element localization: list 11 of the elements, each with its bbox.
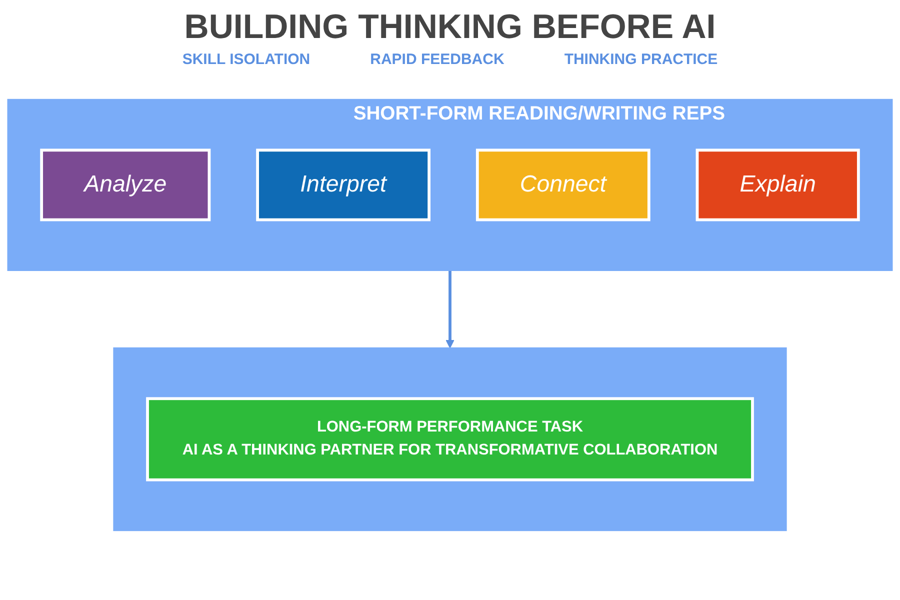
arrow bbox=[446, 270, 454, 348]
node-box: LONG-FORM PERFORMANCE TASK AI AS A THINKING PARTNER FOR TRANSFORMATIVE COLLABORATION bbox=[146, 397, 754, 482]
node-box: Analyze bbox=[40, 148, 211, 222]
feature-label: SKILL ISOLATION bbox=[182, 51, 310, 68]
feature-label: THINKING PRACTICE bbox=[564, 51, 718, 68]
node-box: Explain bbox=[696, 148, 860, 222]
cluster bbox=[113, 347, 787, 532]
node-box: Connect bbox=[476, 148, 650, 222]
node-box: Interpret bbox=[256, 148, 430, 222]
diagram-title: BUILDING THINKING BEFORE AI bbox=[183, 8, 717, 47]
feature-label: RAPID FEEDBACK bbox=[370, 51, 504, 68]
